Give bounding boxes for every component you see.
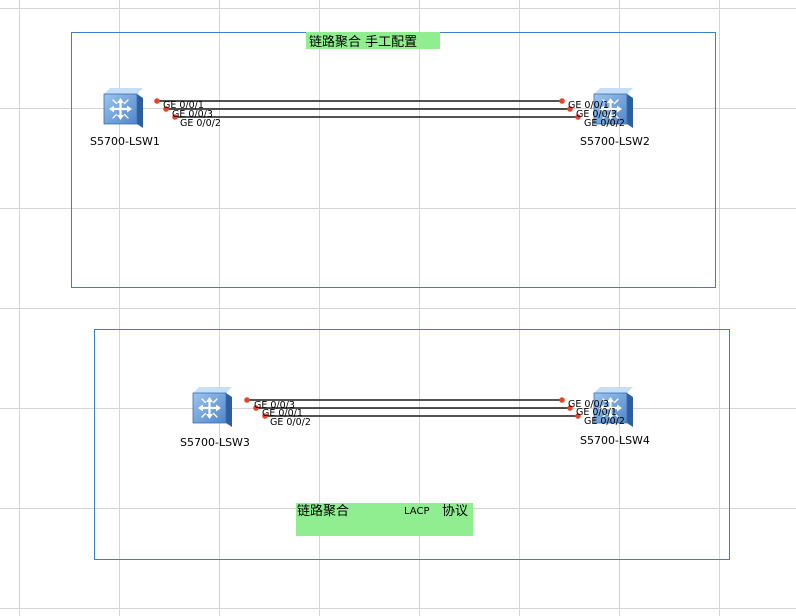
port-label-lsw1-3: GE 0/0/2 [180, 118, 221, 129]
device-label-lsw4: S5700-LSW4 [580, 434, 650, 447]
switch-lsw1[interactable] [102, 86, 145, 130]
switch-lsw3[interactable] [191, 385, 234, 429]
group-title-lacp-suffix: 协议 [442, 504, 468, 519]
port-label-lsw4-3: GE 0/0/2 [584, 416, 625, 427]
group-title-manual: 链路聚合 手工配置 [309, 34, 417, 50]
port-label-lsw3-3: GE 0/0/2 [270, 417, 311, 428]
aggregated-links-top [157, 100, 578, 118]
device-label-lsw3: S5700-LSW3 [180, 436, 250, 449]
layer3-switch-icon [191, 385, 234, 429]
port-label-lsw2-3: GE 0/0/2 [584, 118, 625, 129]
group-title-lacp-proto: LACP [404, 506, 429, 517]
device-label-lsw2: S5700-LSW2 [580, 135, 650, 148]
group-label-bg-manual [306, 32, 440, 49]
port-label-lsw3-1: GE 0/0/3 [254, 400, 295, 411]
port-label-lsw4-2: GE 0/0/1 [576, 407, 617, 418]
port-dots-bottom [244, 397, 581, 419]
port-label-lsw1-2: GE 0/0/3 [172, 109, 213, 120]
aggregated-links-bottom [247, 399, 578, 417]
port-label-lsw2-1: GE 0/0/1 [568, 100, 609, 111]
group-label-bg-lacp [296, 503, 473, 536]
group-frame-lacp [94, 329, 730, 560]
layer3-switch-icon [102, 86, 145, 130]
port-label-lsw2-2: GE 0/0/3 [576, 109, 617, 120]
port-label-lsw4-1: GE 0/0/3 [568, 399, 609, 410]
group-title-lacp-main: 链路聚合 [297, 503, 349, 519]
device-label-lsw1: S5700-LSW1 [90, 135, 160, 148]
port-label-lsw3-2: GE 0/0/1 [262, 408, 303, 419]
group-frame-manual [71, 32, 716, 288]
port-dots-top [154, 98, 581, 120]
port-label-lsw1-1: GE 0/0/1 [163, 100, 204, 111]
